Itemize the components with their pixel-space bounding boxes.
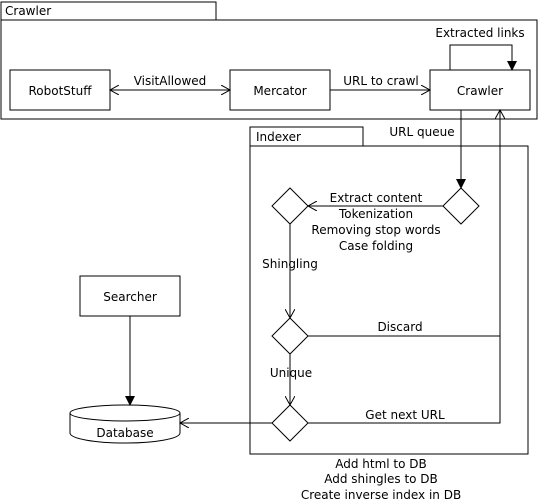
searcher-node: Searcher: [79, 275, 181, 317]
mercator-node: Mercator: [229, 69, 331, 111]
database-label: Database: [96, 426, 153, 440]
edge-label-tokenization: Tokenization: [338, 207, 413, 221]
edge-label-case-folding: Case folding: [339, 239, 413, 253]
edge-get-next-url: [308, 336, 501, 424]
edge-extracted-links: [449, 44, 517, 71]
mercator-label: Mercator: [253, 84, 306, 98]
edge-label-url-queue: URL queue: [389, 125, 454, 139]
edge-label-discard: Discard: [377, 320, 422, 334]
edge-label-visit-allowed: VisitAllowed: [134, 74, 207, 88]
note-add-html: Add html to DB: [335, 457, 427, 471]
indexer-frame-label: Indexer: [256, 130, 301, 144]
edge-label-get-next-url: Get next URL: [365, 408, 445, 422]
indexer-frame: Indexer: [249, 126, 529, 455]
decision-diamond-unique: [271, 404, 309, 442]
searcher-label: Searcher: [103, 290, 157, 304]
robotstuff-node: RobotStuff: [9, 69, 111, 111]
crawler-node: Crawler: [429, 69, 531, 111]
edge-label-url-to-crawl: URL to crawl: [343, 74, 419, 88]
robotstuff-label: RobotStuff: [29, 84, 93, 98]
edge-label-removing-stop-words: Removing stop words: [311, 223, 440, 237]
database-node: Database: [69, 404, 181, 444]
edge-label-extract-content: Extract content: [330, 191, 423, 205]
crawler-label: Crawler: [457, 84, 503, 98]
note-add-shingles: Add shingles to DB: [324, 472, 438, 486]
edge-label-extracted-links: Extracted links: [435, 26, 524, 40]
crawler-frame-label: Crawler: [5, 4, 51, 18]
edge-label-unique: Unique: [270, 366, 312, 380]
note-inverse-index: Create inverse index in DB: [301, 488, 461, 502]
edge-label-shingling: Shingling: [262, 257, 318, 271]
decision-diamond-fetch: [442, 187, 480, 225]
